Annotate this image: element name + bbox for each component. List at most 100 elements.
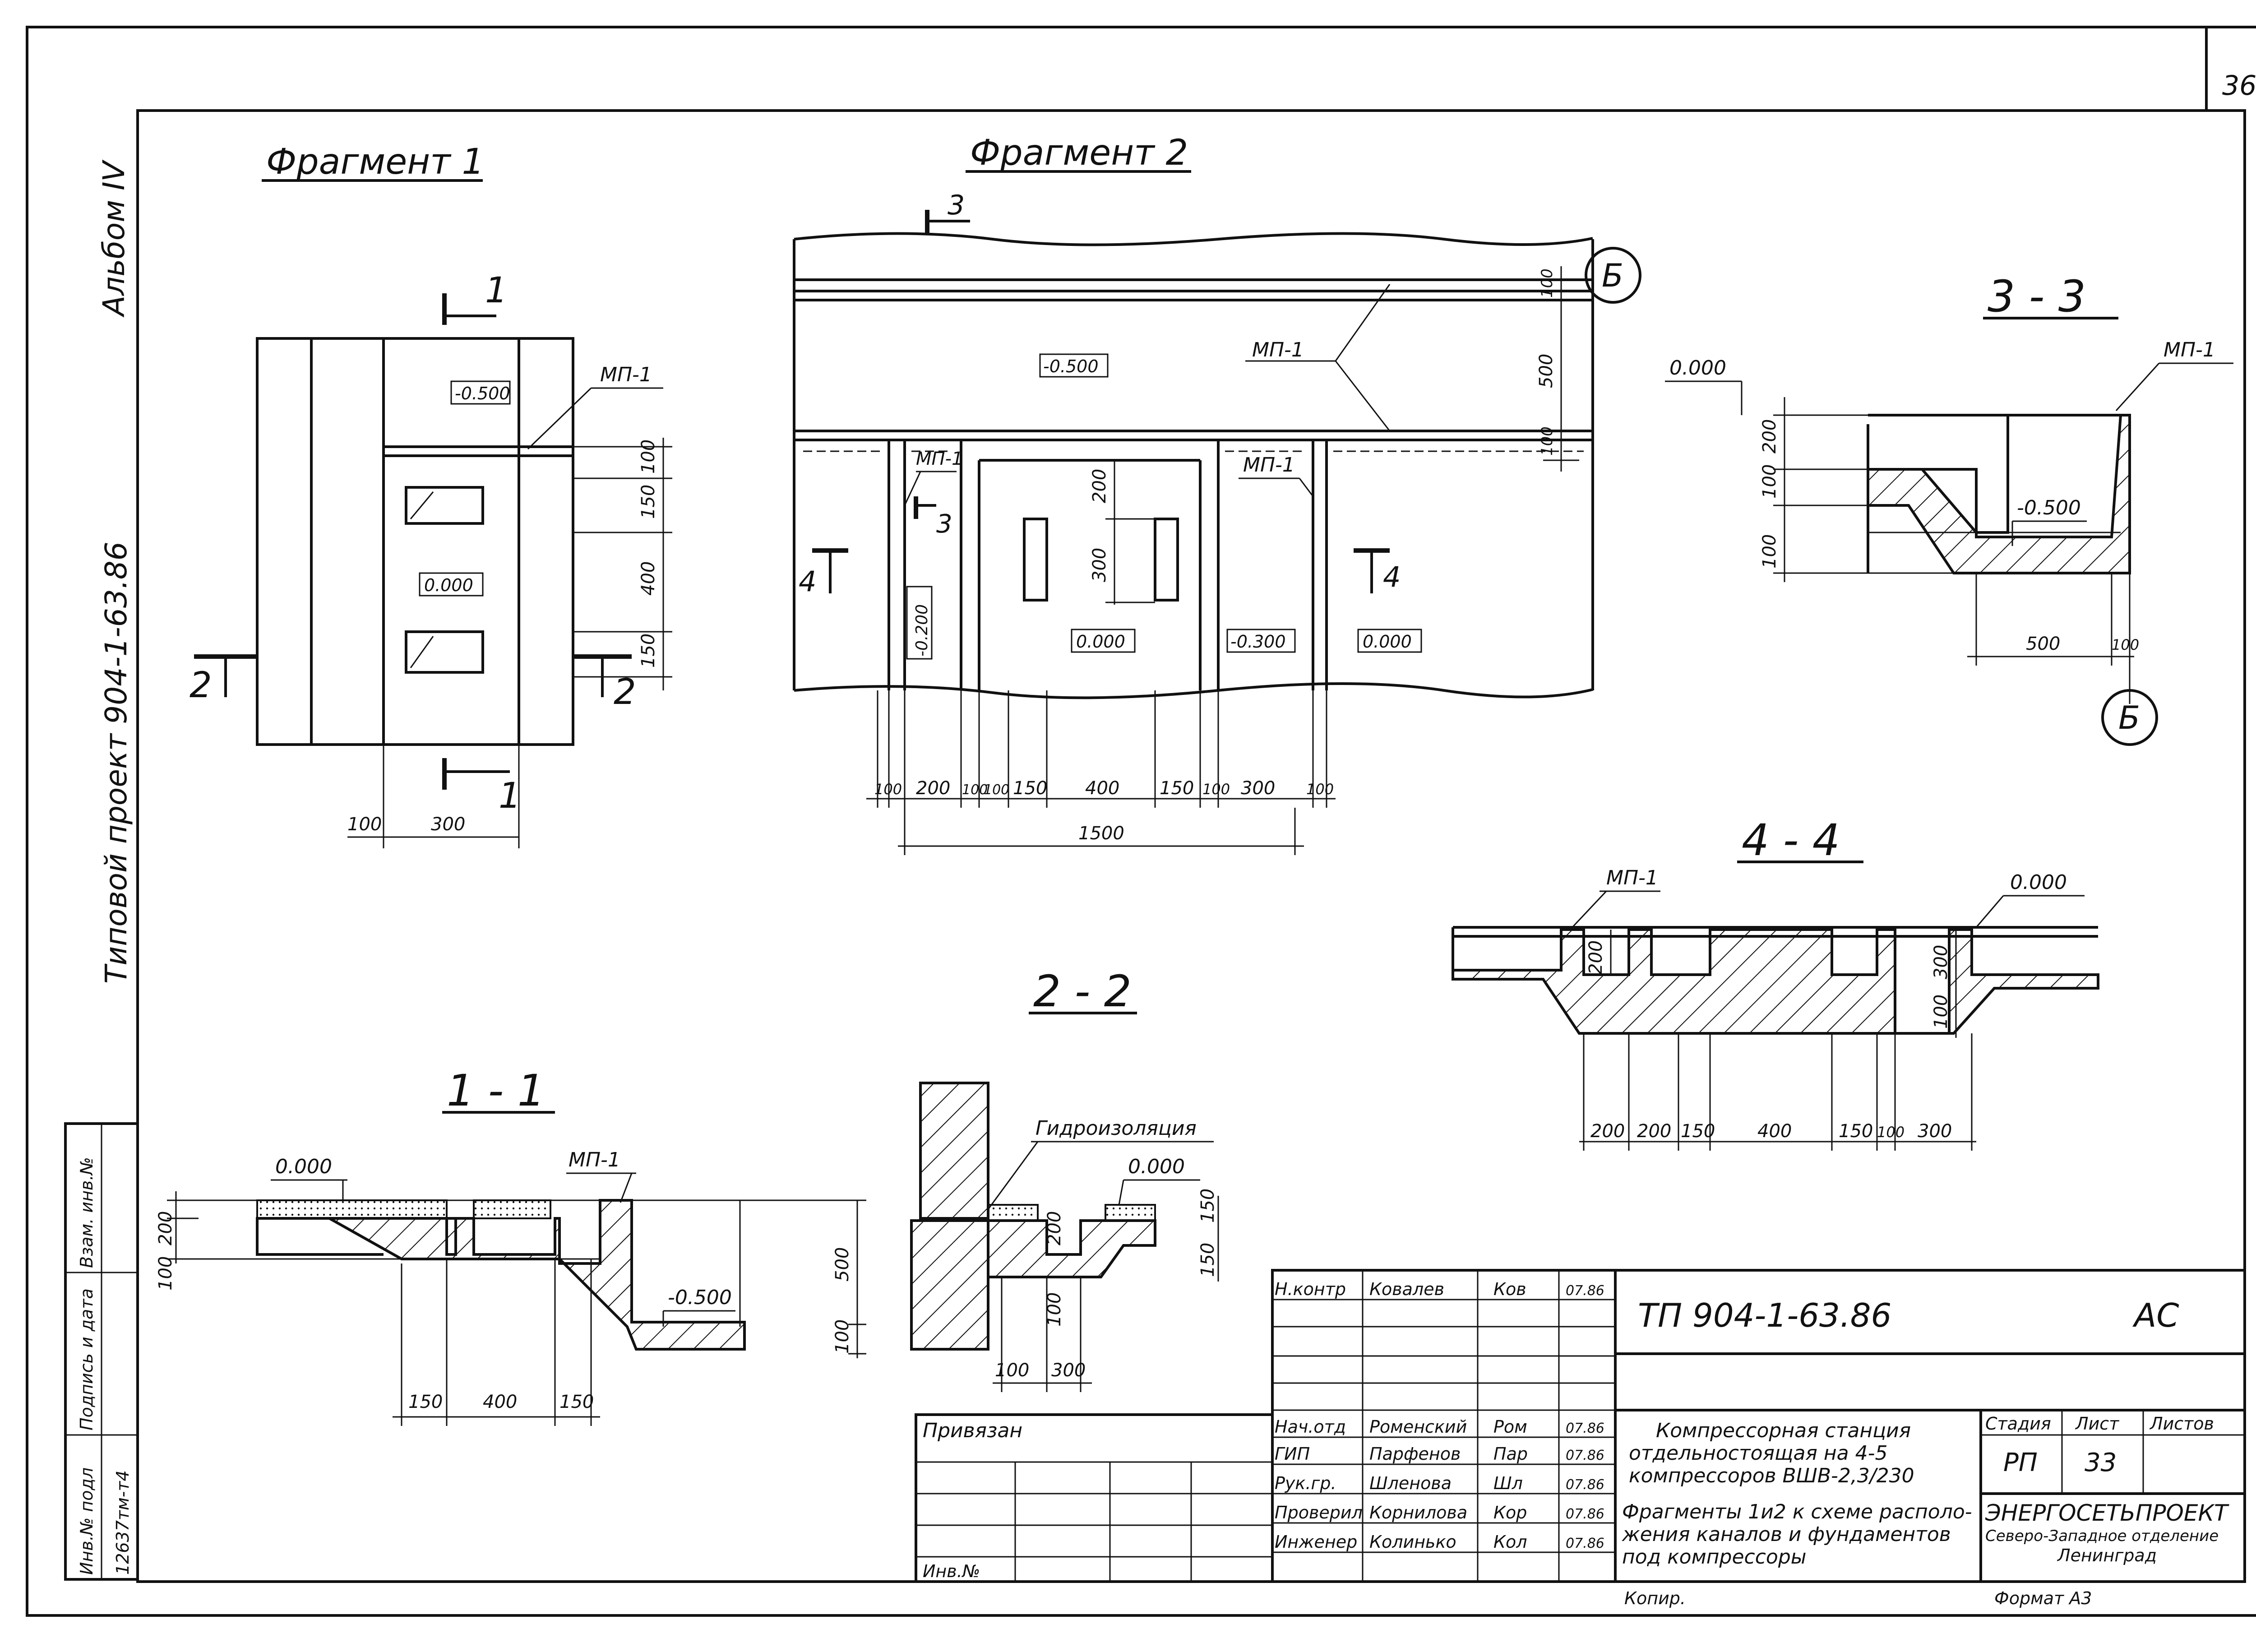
frag2-elev-a: -0.200 xyxy=(913,604,931,657)
section-3-3: 3 - 3 0.000 МП-1 -0.500 200 100 100 500 … xyxy=(1665,271,2233,746)
tb-row1-sign: Ром xyxy=(1493,1417,1527,1437)
tb-object-1: Компрессорная станция xyxy=(1656,1419,1911,1442)
tb-row1-date: 07.86 xyxy=(1566,1421,1604,1436)
sec11-elev-top: 0.000 xyxy=(275,1155,332,1178)
tb-sheet-3: под компрессоры xyxy=(1622,1546,1807,1569)
tb-sheet-2: жения каналов и фундаментов xyxy=(1622,1523,1951,1546)
frag1-cut2-left: 2 xyxy=(190,665,212,706)
frag2-dimh-100e: 100 xyxy=(1306,781,1334,798)
frag2-dim-total: 1500 xyxy=(1078,823,1124,844)
privyazan-label: Привязан xyxy=(923,1419,1022,1442)
frag2-dimh-150a: 150 xyxy=(1013,778,1047,799)
sec33-elev-top: 0.000 xyxy=(1669,356,1726,379)
sec33-dimv-100a: 100 xyxy=(1759,464,1780,499)
section-1-1: 1 - 1 0.000 МП-1 -0.500 500 100 200 100 xyxy=(155,1065,866,1426)
section-4-4: 4 - 4 МП-1 0.000 200 300 100 200 200 150… xyxy=(1452,815,2099,1151)
tb-sheet: 33 xyxy=(2085,1448,2117,1477)
tb-row1-role: Нач.отд xyxy=(1275,1417,1346,1437)
album-label: Альбом IV xyxy=(97,159,131,318)
tb-row2-sign: Пар xyxy=(1493,1444,1528,1464)
sec44-dimh-300: 300 xyxy=(1918,1121,1952,1142)
frag2-dimh-200: 200 xyxy=(916,778,950,799)
sec22-note: Гидроизоляция xyxy=(1036,1117,1197,1140)
fragment-1: Фрагмент 1 -0.500 0.000 МП-1 1 1 2 xyxy=(190,142,672,848)
tb-row4-date: 07.86 xyxy=(1566,1506,1604,1522)
tb-org-2: Северо-Западное отделение xyxy=(1985,1527,2219,1545)
frag1-dim-v-100: 100 xyxy=(638,440,659,474)
sec22-dimv-150b: 150 xyxy=(1197,1243,1218,1277)
sec44-dimh-150b: 150 xyxy=(1839,1121,1873,1142)
tb-mark: АС xyxy=(2132,1296,2179,1334)
frag2-dimv-500: 500 xyxy=(1536,354,1557,388)
sec44-elev-top: 0.000 xyxy=(2010,871,2067,894)
podpis-label: Подпись и дата xyxy=(77,1288,97,1430)
tb-row0-date: 07.86 xyxy=(1566,1283,1604,1299)
sec11-dimv-500: 500 xyxy=(832,1247,853,1282)
sec44-dimh-200b: 200 xyxy=(1637,1121,1671,1142)
tb-row3-date: 07.86 xyxy=(1566,1477,1604,1493)
tb-row3-role: Рук.гр. xyxy=(1275,1473,1336,1493)
frag2-elev-b: 0.000 xyxy=(1076,632,1125,652)
sec11-title: 1 - 1 xyxy=(447,1065,545,1116)
sec11-dimh-150a: 150 xyxy=(408,1392,443,1412)
title-block: Привязан Инв.№ Н.контр Ковалев Ков 07.86… xyxy=(915,1269,2246,1608)
tb-object-3: компрессоров ВШВ-2,3/230 xyxy=(1629,1464,1914,1487)
sec44-dimv-300: 300 xyxy=(1931,945,1951,979)
frag1-elev-mid: 0.000 xyxy=(424,575,473,595)
sec22-dimv-200: 200 xyxy=(1044,1211,1065,1245)
tb-format: Формат А3 xyxy=(1994,1588,2092,1608)
tb-row0-name: Ковалев xyxy=(1369,1279,1444,1299)
frag2-mp-small: МП-1 xyxy=(916,449,963,469)
tb-row4-name: Корнилова xyxy=(1369,1503,1467,1522)
frag2-elev-c: -0.300 xyxy=(1230,632,1286,652)
frag2-dimh-100a: 100 xyxy=(874,781,902,798)
sec11-dimh-150b: 150 xyxy=(559,1392,594,1412)
frag2-dimv-100a: 100 xyxy=(1538,268,1556,298)
sec33-dimv-100b: 100 xyxy=(1759,534,1780,569)
sec33-title: 3 - 3 xyxy=(1988,271,2086,322)
tb-row1-name: Роменский xyxy=(1369,1417,1467,1437)
tb-code: ТП 904-1-63.86 xyxy=(1638,1296,1891,1334)
sec33-mp-label: МП-1 xyxy=(2164,338,2215,361)
tb-sheet-hdr: Лист xyxy=(2075,1414,2120,1434)
inv-number: 12637тм-т4 xyxy=(113,1470,133,1575)
frag1-cut2-right: 2 xyxy=(614,672,636,713)
frag2-mp-label: МП-1 xyxy=(1252,338,1304,361)
frag2-dimh-150b: 150 xyxy=(1160,778,1194,799)
sec22-dimv-150a: 150 xyxy=(1197,1189,1218,1223)
tb-row4-role: Проверил xyxy=(1275,1503,1363,1522)
sec44-mp-label: МП-1 xyxy=(1606,866,1658,889)
sec11-dimv-200: 200 xyxy=(155,1211,176,1245)
inv-no-label: Инв.№ xyxy=(923,1561,980,1581)
tb-sheets-hdr: Листов xyxy=(2149,1414,2214,1434)
tb-row5-role: Инженер xyxy=(1275,1532,1357,1552)
frag1-cut1-bottom: 1 xyxy=(499,776,521,816)
fragment-2: Фрагмент 2 -0.500 -0.200 0.000 xyxy=(793,133,1641,855)
frag2-dimh-400: 400 xyxy=(1085,778,1119,799)
side-stamp: Альбом IV Типовой проект 904-1-63.86 Вза… xyxy=(64,159,139,1581)
tb-row0-sign: Ков xyxy=(1493,1279,1526,1299)
sec44-dimv-200: 200 xyxy=(1586,940,1606,975)
frag2-cut4-right: 4 xyxy=(1383,560,1401,593)
frag2-dimh-100d: 100 xyxy=(1202,781,1230,798)
tb-object-2: отдельностоящая на 4-5 xyxy=(1629,1442,1887,1465)
fragment-1-title: Фрагмент 1 xyxy=(266,142,484,182)
tb-copied: Копир. xyxy=(1624,1588,1686,1608)
fragment-2-title: Фрагмент 2 xyxy=(970,133,1188,173)
frag2-dimh-300: 300 xyxy=(1241,778,1275,799)
tb-row4-sign: Кор xyxy=(1493,1503,1527,1522)
sec22-title: 2 - 2 xyxy=(1033,966,1132,1017)
inv-podl-label: Инв.№ подл xyxy=(77,1467,97,1575)
tb-row5-sign: Кол xyxy=(1493,1532,1527,1552)
sec11-dimv-100a: 100 xyxy=(155,1256,176,1291)
frag1-dim-h-300: 300 xyxy=(431,814,465,835)
frag1-cut1-top: 1 xyxy=(485,270,508,311)
frag2-mp-right: МП-1 xyxy=(1243,453,1295,477)
sec44-dimh-100: 100 xyxy=(1877,1124,1905,1141)
sec22-dimh-300: 300 xyxy=(1051,1360,1086,1381)
tb-row2-name: Парфенов xyxy=(1369,1444,1461,1464)
sec44-dimh-400: 400 xyxy=(1757,1121,1792,1142)
tb-row2-date: 07.86 xyxy=(1566,1448,1604,1463)
tb-row5-date: 07.86 xyxy=(1566,1536,1604,1551)
